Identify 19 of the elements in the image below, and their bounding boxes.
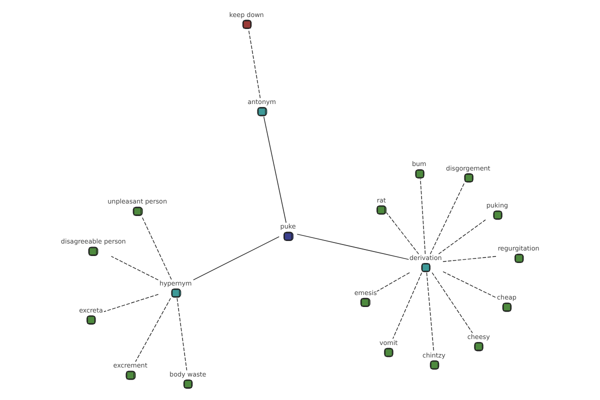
connector <box>442 271 496 298</box>
connector <box>176 298 187 371</box>
connector <box>426 272 434 352</box>
connector <box>429 182 464 254</box>
connector <box>103 294 158 312</box>
connector <box>192 236 279 280</box>
connector <box>296 234 409 260</box>
connector <box>262 116 286 224</box>
connector <box>420 178 426 254</box>
connector <box>248 29 260 98</box>
connector <box>438 219 486 254</box>
connector <box>134 298 170 362</box>
connector <box>140 216 172 280</box>
connector <box>376 272 410 292</box>
connector <box>392 272 422 340</box>
connector <box>431 272 472 334</box>
connector <box>386 212 419 254</box>
connector <box>110 256 158 280</box>
connector <box>442 256 497 262</box>
